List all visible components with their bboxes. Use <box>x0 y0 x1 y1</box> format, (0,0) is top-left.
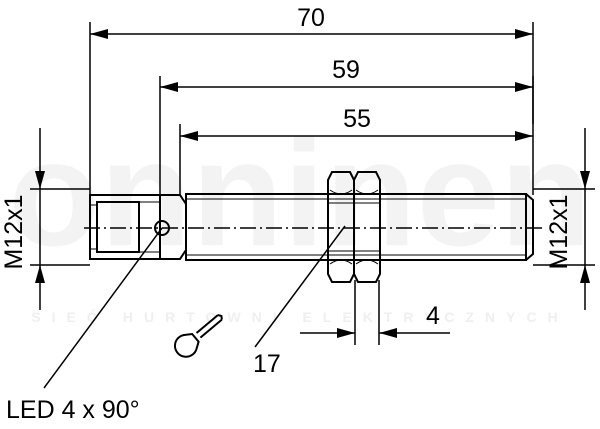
wrench-size-label: 17 <box>253 350 281 378</box>
dimension-59-label: 59 <box>332 56 360 84</box>
dimension-4: 4 <box>300 302 450 338</box>
watermark-tagline: SIEĆ HURTOWNI ELEKTRYCZNYCH <box>31 308 568 325</box>
wrench-size-callout: 17 <box>173 225 346 378</box>
dimension-70: 70 <box>90 4 533 39</box>
dimension-55: 55 <box>180 105 533 141</box>
sensor-body <box>89 193 534 261</box>
thread-dimension-left: M12x1 <box>0 128 45 310</box>
led-note-label: LED 4 x 90° <box>6 396 140 424</box>
hex-nut-left <box>327 171 355 283</box>
dimension-55-label: 55 <box>343 105 371 133</box>
thread-dimension-right: M12x1 <box>545 128 590 310</box>
dimension-4-label: 4 <box>426 302 440 330</box>
dimension-59: 59 <box>160 56 533 92</box>
thread-label-right: M12x1 <box>545 194 573 269</box>
hex-nut-right <box>353 171 381 283</box>
led-callout: LED 4 x 90° <box>6 227 163 424</box>
wrench-icon <box>173 314 223 358</box>
watermark: onninen SIEĆ HURTOWNI ELEKTRYCZNYCH <box>8 109 591 325</box>
dimension-70-label: 70 <box>297 4 325 32</box>
thread-label-left: M12x1 <box>0 194 28 269</box>
